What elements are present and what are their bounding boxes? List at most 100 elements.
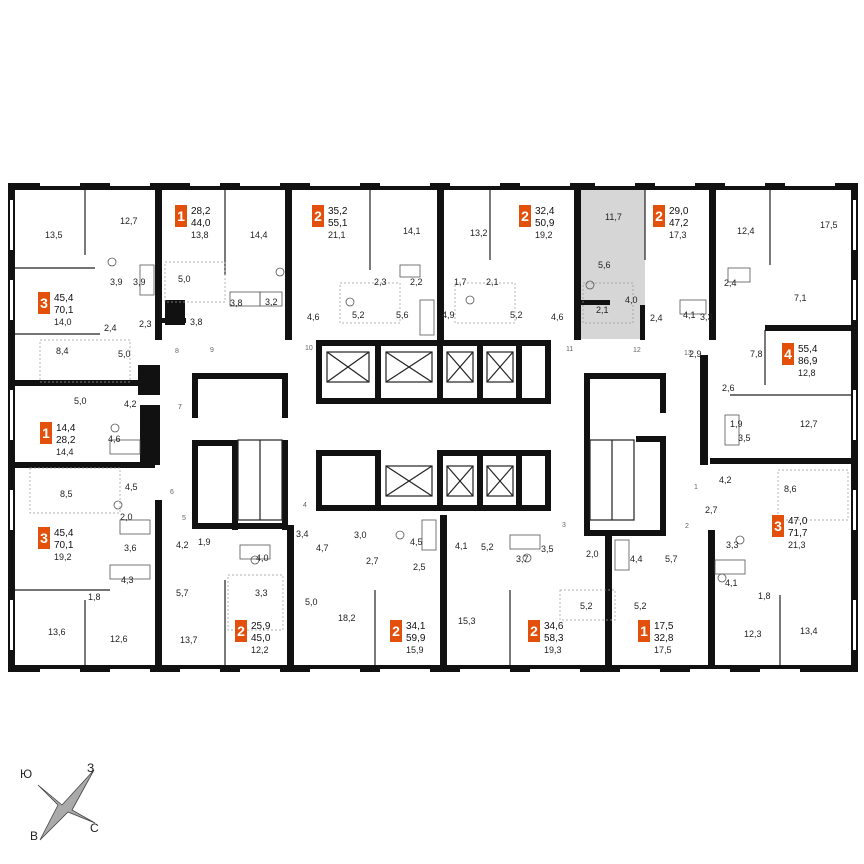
badge-rooms: 2 <box>521 208 529 224</box>
badge-rooms: 2 <box>392 623 400 639</box>
badge-total-area: 58,3 <box>544 633 564 644</box>
room-area-label: 2,6 <box>722 383 735 393</box>
room-area-label: 5,0 <box>305 597 318 607</box>
badge-living-area: 34,1 <box>406 621 426 632</box>
badge-total-area: 32,8 <box>654 633 674 644</box>
door-number: 8 <box>175 348 179 355</box>
badge-total-area: 47,2 <box>669 218 689 229</box>
badge-rooms: 1 <box>640 623 648 639</box>
room-area-label: 2,7 <box>705 505 718 515</box>
badge-rooms: 1 <box>42 425 50 441</box>
badge-box <box>528 620 540 642</box>
badge-total-area: 70,1 <box>54 540 74 551</box>
door-number: 13 <box>684 350 692 357</box>
room-area-label: 3,9 <box>133 277 146 287</box>
partition-walls <box>15 190 851 665</box>
badge-box <box>312 205 324 227</box>
room-area-label: 5,7 <box>176 588 189 598</box>
room-area-label: 12,7 <box>800 419 818 429</box>
door-number: 2 <box>685 523 689 530</box>
room-area-label: 13,6 <box>48 627 66 637</box>
badge-rooms: 2 <box>655 208 663 224</box>
room-area-label: 15,3 <box>458 616 476 626</box>
room-area-label: 5,6 <box>396 310 409 320</box>
door-number: 6 <box>170 489 174 496</box>
room-area-label: 2,0 <box>120 512 133 522</box>
outer-walls <box>8 183 858 672</box>
badge-rooms: 3 <box>40 295 48 311</box>
room-area-label: 5,2 <box>580 601 593 611</box>
room-area-label: 13,7 <box>180 635 198 645</box>
room-area-label: 3,5 <box>738 433 751 443</box>
room-area-label: 4,2 <box>176 540 189 550</box>
badge-box <box>653 205 665 227</box>
room-area-label: 4,5 <box>410 537 423 547</box>
room-area-label: 5,2 <box>481 542 494 552</box>
room-area-label: 5,2 <box>510 310 523 320</box>
room-area-label: 4,0 <box>625 295 638 305</box>
badge-kitchen-area: 19,2 <box>54 552 72 562</box>
room-area-label: 11,7 <box>605 212 622 222</box>
room-area-label: 4,6 <box>307 312 320 322</box>
room-area-label: 3,4 <box>296 529 309 539</box>
room-area-label: 2,0 <box>586 549 599 559</box>
badge-living-area: 14,4 <box>56 423 76 434</box>
room-area-label: 3,3 <box>255 588 268 598</box>
badge-box <box>519 205 531 227</box>
badge-box <box>772 515 784 537</box>
room-area-label: 12,6 <box>110 634 128 644</box>
room-area-label: 2,5 <box>413 562 426 572</box>
badge-kitchen-area: 19,3 <box>544 645 562 655</box>
badge-kitchen-area: 12,8 <box>798 368 816 378</box>
compass-south: С <box>90 821 99 835</box>
room-area-label: 14,1 <box>403 226 421 236</box>
badge-kitchen-area: 13,8 <box>191 230 209 240</box>
room-area-label: 12,7 <box>120 216 138 226</box>
room-area-label: 5,0 <box>74 396 87 406</box>
room-area-label: 2,3 <box>374 277 387 287</box>
room-area-label: 3,8 <box>230 298 243 308</box>
badge-kitchen-area: 14,0 <box>54 317 72 327</box>
badge-box <box>390 620 402 642</box>
room-area-label: 13,2 <box>470 228 488 238</box>
room-area-label: 4,9 <box>442 310 455 320</box>
room-area-label: 4,5 <box>125 482 138 492</box>
room-area-label: 1,8 <box>758 591 771 601</box>
room-area-label: 1,9 <box>198 537 211 547</box>
room-area-label: 4,3 <box>121 575 134 585</box>
badge-rooms: 2 <box>530 623 538 639</box>
room-area-label: 3,2 <box>265 297 278 307</box>
room-area-label: 5,0 <box>178 274 191 284</box>
door-number: 12 <box>633 347 641 354</box>
room-area-label: 4,1 <box>683 310 696 320</box>
room-area-label: 3,9 <box>110 277 123 287</box>
room-area-label: 5,6 <box>598 260 611 270</box>
room-area-label: 13,4 <box>800 626 818 636</box>
room-area-label: 5,0 <box>118 349 131 359</box>
badge-total-area: 45,0 <box>251 633 271 644</box>
door-number: 7 <box>178 404 182 411</box>
room-area-label: 2,1 <box>596 305 609 315</box>
door-number: 11 <box>566 346 573 353</box>
badge-living-area: 47,0 <box>788 516 808 527</box>
door-number: 4 <box>303 502 307 509</box>
room-area-label: 1,8 <box>88 592 101 602</box>
compass-east: З <box>87 761 94 775</box>
room-area-label: 13,5 <box>45 230 63 240</box>
compass-north: Ю <box>20 767 32 781</box>
badge-kitchen-area: 19,2 <box>535 230 553 240</box>
badge-total-area: 44,0 <box>191 218 211 229</box>
badge-living-area: 25,9 <box>251 621 271 632</box>
